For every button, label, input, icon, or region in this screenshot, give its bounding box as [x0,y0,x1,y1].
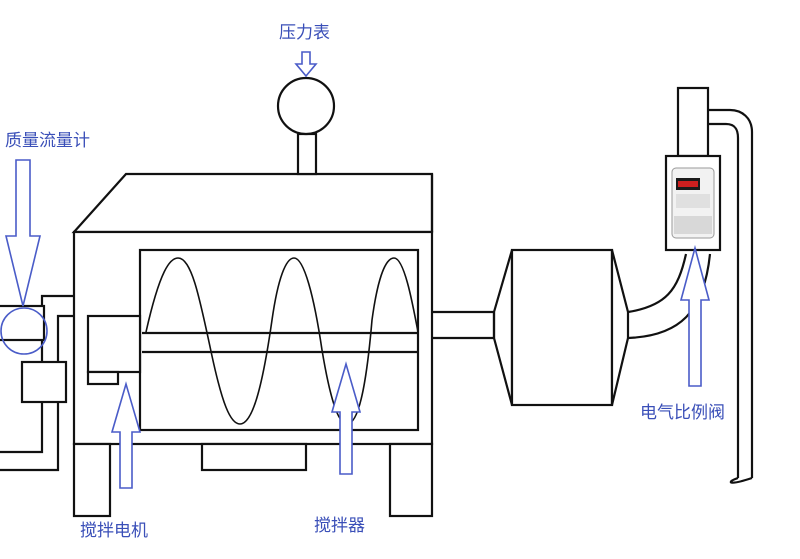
pressure-gauge-label: 压力表 [279,23,330,43]
flow-meter-arrow [4,159,42,307]
stirrer-arrow [330,361,362,475]
stirring-motor-label: 搅拌电机 [80,521,148,541]
right-piping [432,86,754,484]
proportional-valve-label: 电气比例阀 [640,403,725,423]
pressure-gauge [276,76,336,176]
left-piping [0,294,74,472]
stirrer-blade [145,257,419,425]
valve-arrow [679,244,711,387]
motor-arrow [110,381,142,489]
mass-flow-meter-label: 质量流量计 [5,131,90,151]
pressure-gauge-arrow [294,51,318,78]
proportional-valve [664,154,722,252]
stirrer-label: 搅拌器 [314,516,365,536]
flow-meter-highlight [0,307,48,355]
mixer-tank [71,172,434,518]
